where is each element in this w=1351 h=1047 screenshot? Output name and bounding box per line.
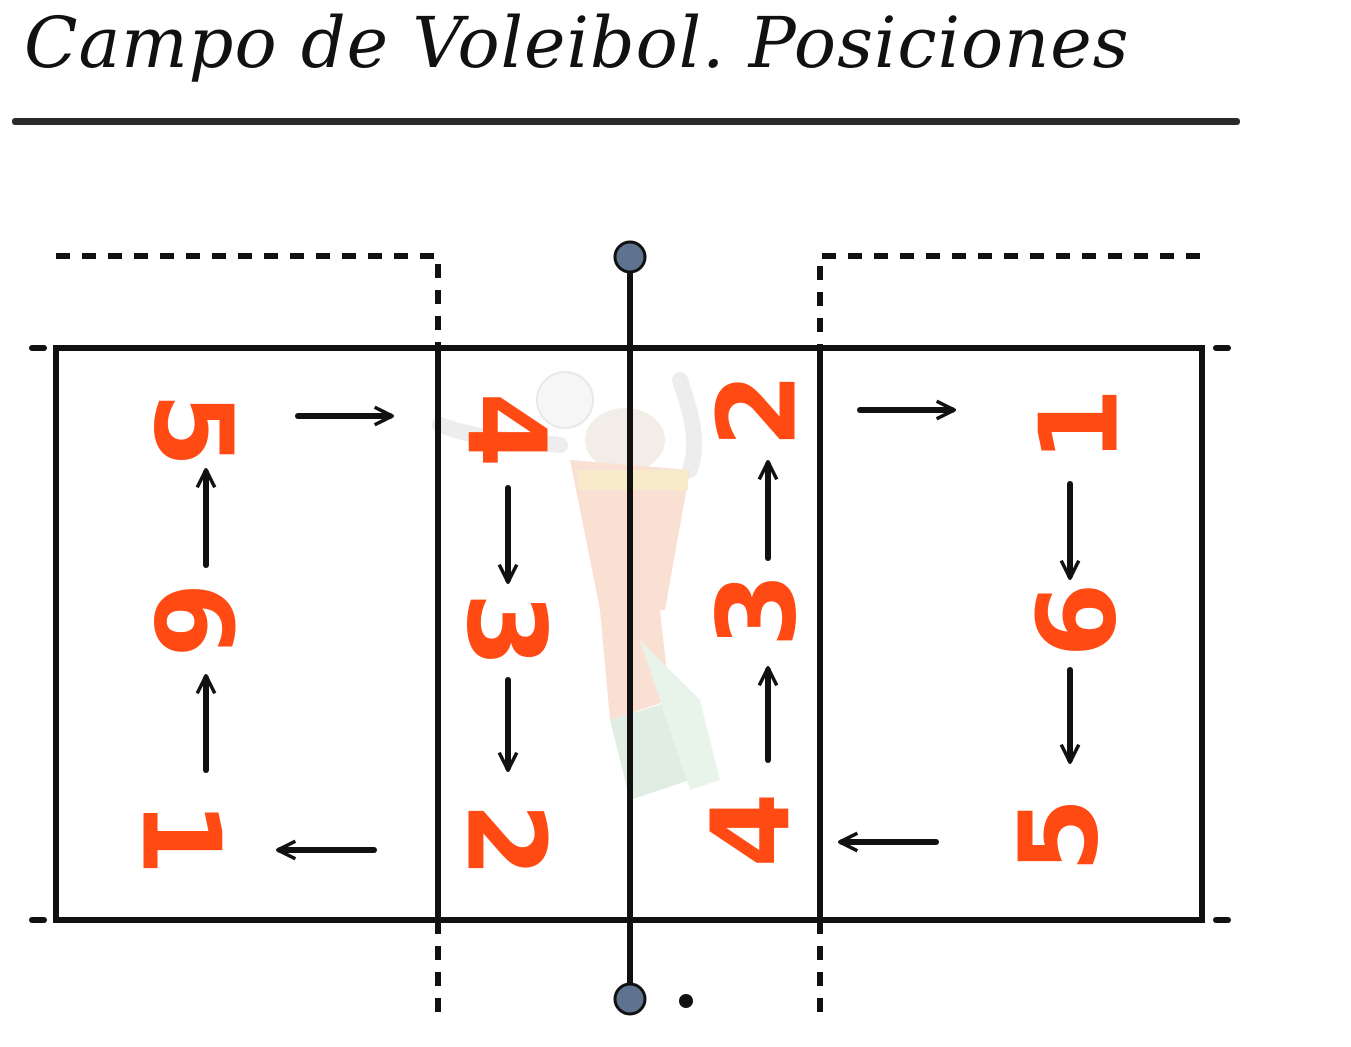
rotation-arrows xyxy=(195,399,1081,861)
position-number: 1 xyxy=(1018,387,1143,462)
left-court-positions: 5 6 1 4 3 2 xyxy=(118,392,568,877)
attack-zone-lines xyxy=(56,253,1200,1018)
position-number: 2 xyxy=(443,802,568,877)
position-number: 1 xyxy=(118,800,243,875)
dot-marker xyxy=(679,994,693,1008)
position-number: 5 xyxy=(998,797,1123,872)
page-title: Campo de Voleibol. Posiciones xyxy=(24,2,1130,84)
net xyxy=(613,240,693,1016)
position-number: 3 xyxy=(696,572,821,647)
volleyball-ball-icon xyxy=(536,371,594,429)
position-number: 3 xyxy=(443,592,568,667)
position-number: 5 xyxy=(130,392,255,467)
position-number: 4 xyxy=(690,792,815,867)
free-zone-ticks xyxy=(29,345,1231,923)
position-number: 4 xyxy=(443,392,568,467)
position-number: 6 xyxy=(1016,582,1141,657)
title-underline xyxy=(12,118,1240,125)
position-number: 6 xyxy=(130,582,255,657)
net-post-bottom xyxy=(613,982,647,1016)
position-number: 2 xyxy=(696,372,821,447)
right-court-positions: 2 3 4 1 6 5 xyxy=(690,372,1143,872)
net-post-top xyxy=(613,240,647,274)
